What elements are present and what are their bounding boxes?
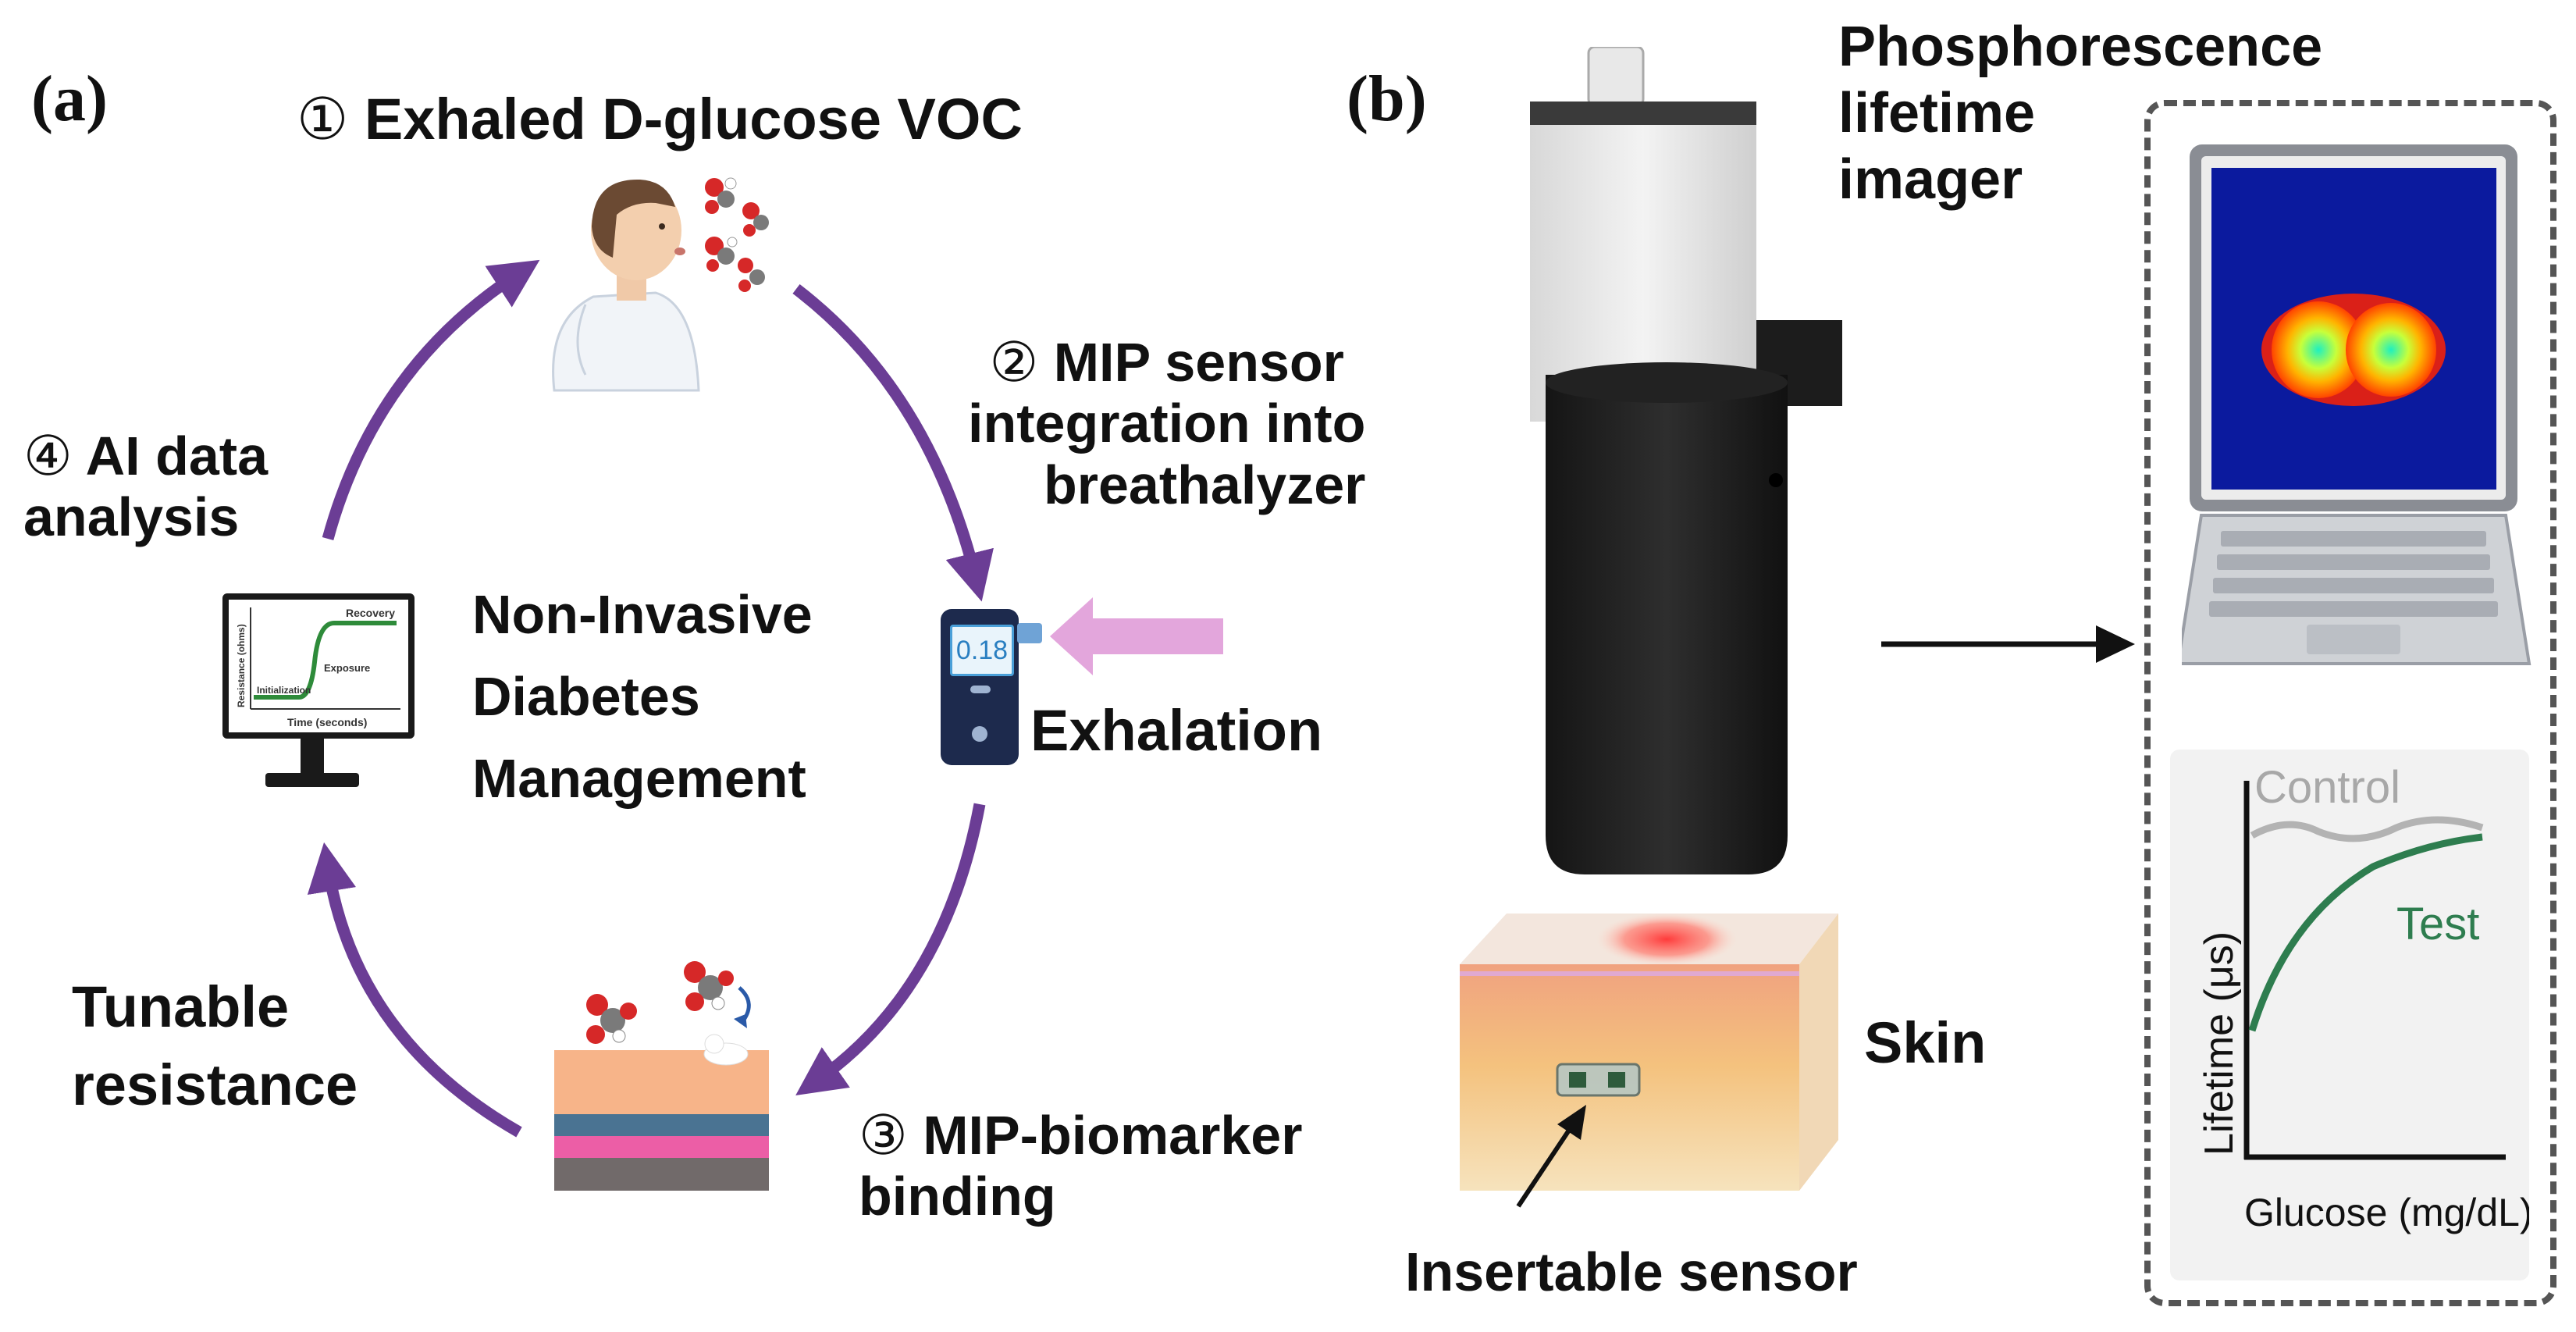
monitor-ylabel: Resistance (ohms) [236,624,247,707]
center-title: Non-Invasive Diabetes Management [472,574,813,820]
phosphorescence-image [2261,294,2446,406]
step2-number: ② [989,330,1039,394]
device-reading: 0.18 [955,635,1009,665]
device-button-bar [970,686,991,693]
layer-base [554,1158,769,1191]
lifetime-imager-device [1530,47,1842,874]
step4-line2: analysis [23,486,240,548]
imager-line1: Phosphorescence [1838,16,2323,78]
arrow-2-to-3 [795,803,986,1096]
series-test-label: Test [2396,899,2479,949]
panel-a-letter: (a) [31,62,108,135]
voc-molecules-icon [705,177,769,292]
monitor-base [265,773,359,787]
step2-line3: breathalyzer [1043,454,1366,515]
output-dashed-box [2144,100,2556,1306]
step1-number: ① [297,86,349,153]
step2-line2: integration into [968,393,1366,454]
step4-number: ④ [23,424,73,488]
monitor: Resistance (ohms) Time (seconds) Recover… [222,593,415,739]
center-line2: Diabetes [472,666,700,727]
step3-line2: binding [859,1166,1056,1227]
step4-line1-text: AI data [85,426,269,486]
imager-line3: imager [1838,148,2023,211]
cycle-arrows [307,259,994,1138]
binding-molecules-icon [586,961,751,1066]
layer-blue [554,1114,769,1136]
lifetime-chart: Control Test Lifetime (μs) Glucose (mg/d… [2197,762,2529,1234]
step2-line1: ② MIP sensor [968,332,1365,393]
laptop-illustration [2182,144,2532,665]
arrow-3-to-4 [307,842,522,1138]
series-test-line [2248,833,2483,1032]
device-mouthpiece [1017,623,1042,643]
step2-label: ② MIP sensor integration into breathalyz… [968,332,1365,515]
lifetime-chart-ylabel: Lifetime (μs) [2197,931,2242,1156]
device-button-round [972,726,987,742]
step4-line1: ④ AI data [23,426,268,486]
sensor-response-chart: Resistance (ohms) Time (seconds) Recover… [236,607,400,728]
monitor-label-exposure: Exposure [324,662,370,674]
series-control-label: Control [2254,762,2400,813]
tunable-line2: resistance [72,1052,358,1117]
step1-label: ① Exhaled D-glucose VOC [297,87,1023,152]
skin-block [1460,913,1838,1191]
panel-b-letter: (b) [1347,62,1427,135]
sensor-layer-stack [554,1050,769,1191]
exhalation-label: Exhalation [1030,698,1323,763]
exhale-arrow-icon [1050,597,1223,675]
tunable-resistance-label: Tunable resistance [72,968,358,1124]
tunable-line1: Tunable [72,974,290,1039]
imager-to-laptop-arrow [1881,625,2135,663]
breathalyzer-device: 0.18 [941,609,1019,765]
lifetime-chart-xlabel: Glucose (mg/dL) [2244,1191,2529,1234]
step3-line1-text: MIP-biomarker [923,1105,1303,1166]
center-line1: Non-Invasive [472,584,813,645]
step1-text: Exhaled D-glucose VOC [364,87,1023,151]
step2-line1-text: MIP sensor [1053,332,1344,393]
imager-label: Phosphorescence lifetime imager [1838,14,2322,213]
monitor-stand [301,738,324,777]
arrow-1-to-2 [792,284,994,602]
monitor-label-initialization: Initialization [257,685,311,696]
step3-number: ③ [859,1103,908,1167]
monitor-xlabel: Time (seconds) [287,716,367,728]
step4-label: ④ AI data analysis [23,426,268,548]
arrow-4-to-1 [322,259,540,540]
sensor-pointer-arrow [1516,1105,1586,1208]
center-line3: Management [472,748,806,809]
device-screen: 0.18 [950,625,1014,676]
imager-line2: lifetime [1838,81,2036,144]
step3-line1: ③ MIP-biomarker [859,1105,1302,1166]
skin-label: Skin [1864,1010,1987,1075]
insertable-sensor-label: Insertable sensor [1405,1241,1858,1302]
person-exhaling-illustration [552,177,769,392]
step3-label: ③ MIP-biomarker binding [859,1105,1302,1227]
series-control-line [2250,816,2484,842]
monitor-label-recovery: Recovery [346,607,395,619]
layer-pink [554,1136,769,1158]
